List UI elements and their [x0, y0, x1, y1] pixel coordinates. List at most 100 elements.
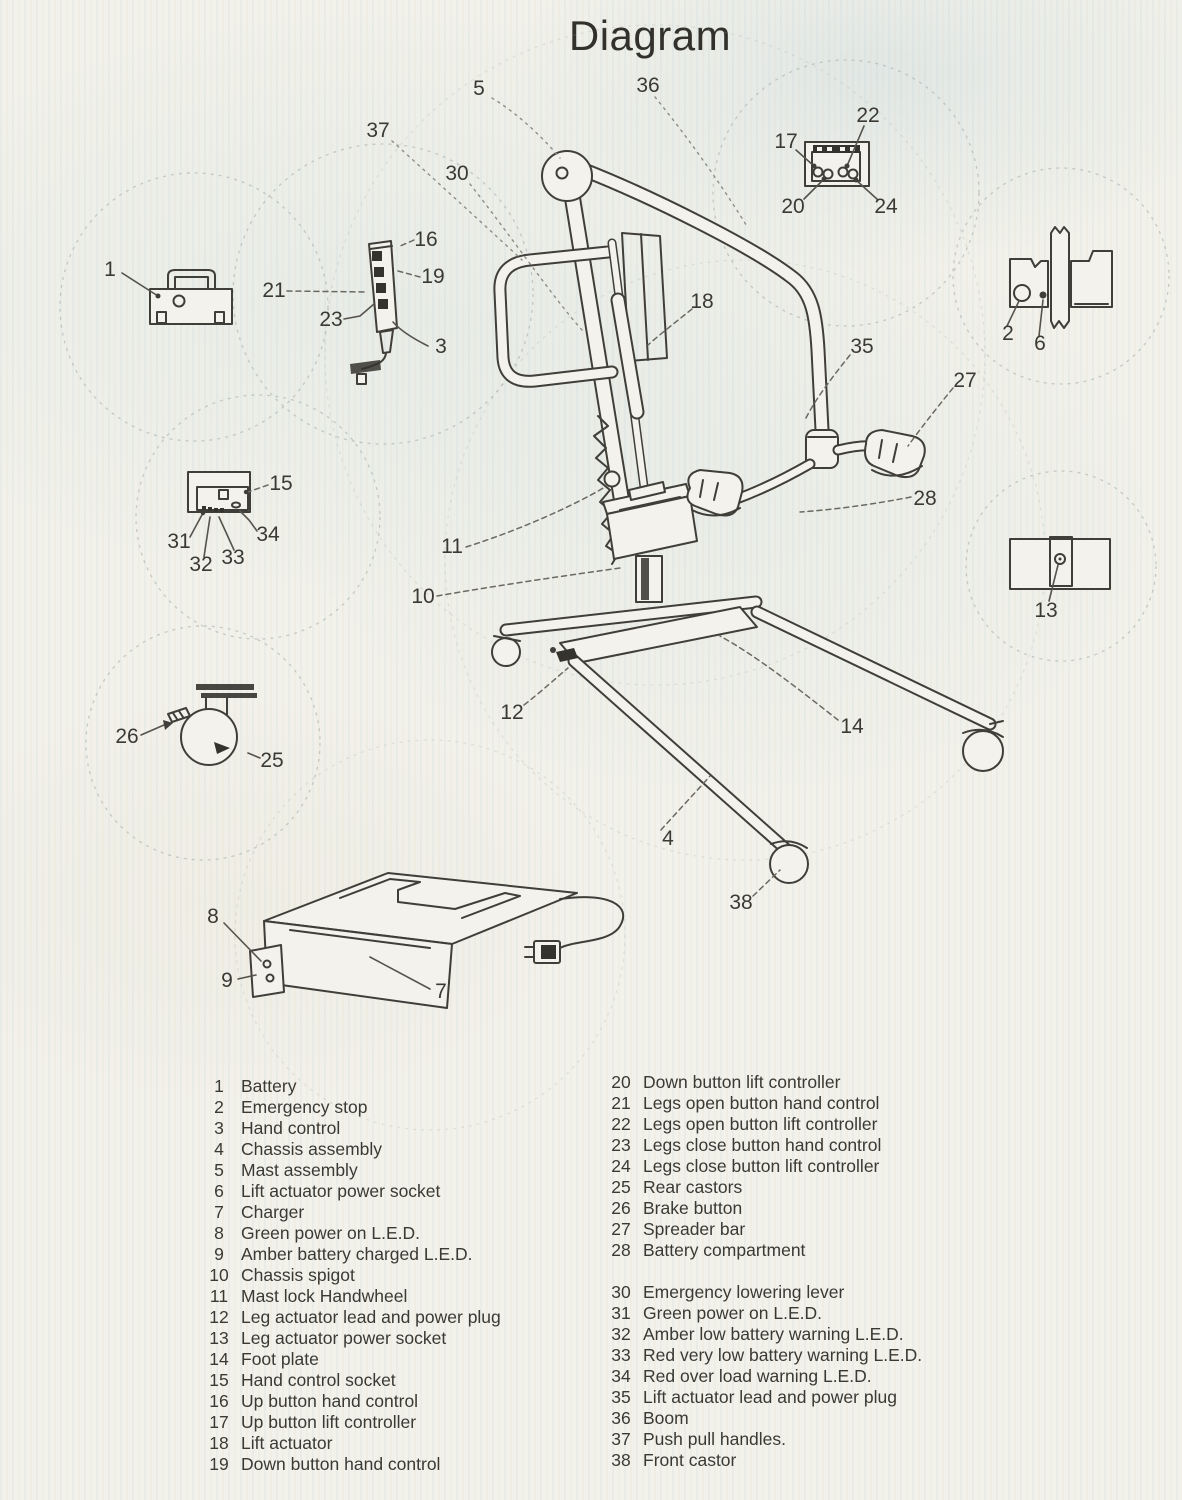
leader-4 [660, 775, 711, 831]
legend-item-number: 6 [214, 1181, 224, 1201]
legend-item-label: Chassis spigot [241, 1265, 355, 1285]
inset-lift-controller [804, 141, 870, 187]
callout-19: 19 [421, 265, 445, 288]
leader-32 [203, 516, 211, 558]
legend-item-number: 36 [611, 1408, 631, 1428]
leader-17 [795, 149, 815, 167]
leader-26 [140, 724, 165, 736]
leader-31 [189, 512, 204, 538]
brake-button [167, 707, 191, 723]
leader-15 [247, 484, 269, 493]
green-power-led [202, 506, 206, 510]
callout-13: 13 [1034, 599, 1058, 622]
leader-35 [805, 354, 851, 419]
legend-item-number: 3 [214, 1118, 224, 1138]
legend-item-label: Front castor [643, 1450, 737, 1470]
legend-item-label: Amber low battery warning L.E.D. [643, 1324, 904, 1344]
legs-close-button-lift-controller [847, 168, 859, 180]
legend-item-label: Emergency stop [241, 1097, 368, 1117]
callout-28: 28 [913, 487, 937, 510]
legend-item-18: 18 Lift actuator [204, 1433, 501, 1454]
legend-item-label: Brake button [643, 1198, 743, 1218]
leader-28 [799, 496, 912, 513]
legend-item-label: Lift actuator [241, 1433, 333, 1453]
legend-item-number: 13 [209, 1328, 229, 1348]
callout-2: 2 [1002, 322, 1014, 345]
leader-9 [237, 974, 257, 980]
callout-21: 21 [262, 279, 286, 302]
callout-17: 17 [774, 130, 798, 153]
legend-item-label: Legs close button hand control [643, 1135, 882, 1155]
leader-16 [397, 239, 415, 248]
legend-item-number: 34 [611, 1366, 631, 1386]
legend-item-label: Foot plate [241, 1349, 319, 1369]
green-power-on-led [262, 959, 272, 969]
legend-item-label: Legs close button lift controller [643, 1156, 880, 1176]
lift-actuator-power-socket [1039, 291, 1047, 299]
legend-item-label: Mast assembly [241, 1160, 358, 1180]
leader-18 [647, 308, 693, 346]
mast-and-boom [493, 150, 830, 603]
legend-item-number: 4 [214, 1139, 224, 1159]
leader-33 [218, 516, 235, 551]
legend-item-label: Green power on L.E.D. [643, 1303, 822, 1323]
callout-20: 20 [781, 195, 805, 218]
leader-20 [803, 178, 825, 200]
leader-38 [752, 869, 781, 897]
legend-item-number: 18 [209, 1433, 229, 1453]
leader-30 [469, 183, 583, 331]
legend-item-label: Chassis assembly [241, 1139, 383, 1159]
callout-33: 33 [221, 546, 245, 569]
callout-8: 8 [207, 905, 219, 928]
legend-item-label: Up button lift controller [241, 1412, 417, 1432]
legend-item-label: Hand control [241, 1118, 341, 1138]
legend-item-label: Mast lock Handwheel [241, 1286, 408, 1306]
callout-32: 32 [189, 553, 213, 576]
legend-item-number: 7 [214, 1202, 224, 1222]
down-button-lift-controller [822, 168, 834, 180]
legs-open-button-lift-controller [837, 166, 849, 178]
legend-item-number: 32 [611, 1324, 631, 1344]
callout-37: 37 [366, 119, 390, 142]
legend-item-label: Charger [241, 1202, 305, 1222]
callout-24: 24 [874, 195, 898, 218]
legend-item-number: 31 [611, 1303, 631, 1323]
leader-24 [855, 179, 879, 201]
legend-item-label: Up button hand control [241, 1391, 419, 1411]
legend-item-7: 7 Charger [204, 1202, 501, 1223]
legend-item-31: 31 Green power on L.E.D. [606, 1303, 922, 1324]
legend-item-38: 38 Front castor [606, 1450, 922, 1471]
leader-21 [286, 290, 367, 293]
front-right-castor [962, 730, 1004, 772]
red-very-low-battery-led [214, 508, 218, 512]
legend-item-number: 20 [611, 1072, 631, 1092]
leader-23 [343, 303, 375, 320]
callout-15: 15 [269, 472, 293, 495]
legend-item-3: 3 Hand control [204, 1118, 501, 1139]
callout-25: 25 [260, 749, 284, 772]
legend-item-number: 38 [611, 1450, 631, 1470]
rear-left-castor [491, 637, 521, 667]
chassis-assembly [491, 595, 1004, 884]
legs-open-button-hand-control [376, 283, 386, 293]
legend-item-label: Hand control socket [241, 1370, 396, 1390]
callout-23: 23 [319, 308, 343, 331]
callout-1: 1 [104, 258, 116, 281]
leader-36 [654, 96, 749, 229]
